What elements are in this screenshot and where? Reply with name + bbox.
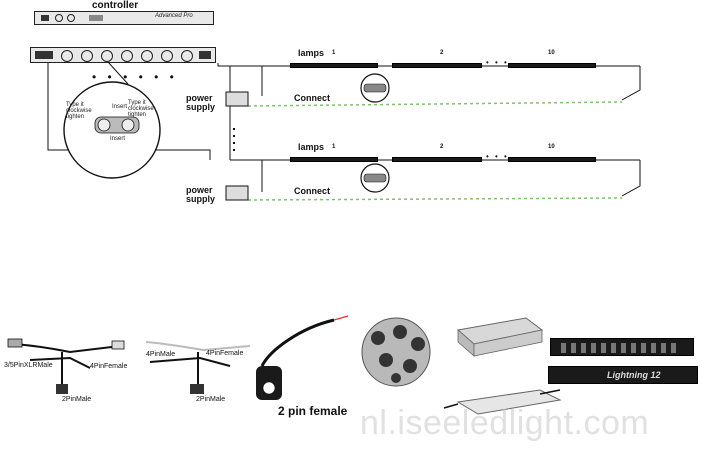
power-supply-label-row1: power supply bbox=[186, 93, 216, 112]
cable2-label-left: 4PinMale bbox=[146, 351, 176, 358]
lamps-label-row1: lamps bbox=[298, 48, 325, 58]
lamp-bar-10-row1 bbox=[508, 63, 596, 68]
lamp-number-1-row1: 1 bbox=[332, 50, 336, 56]
lamp-number-10-row2: 10 bbox=[548, 144, 555, 150]
inset-bottom-label: Insert bbox=[110, 136, 126, 142]
controller-label: controller bbox=[92, 0, 139, 11]
ellipsis-dots: • • • • • • bbox=[92, 70, 178, 84]
lamp-bar-1-row1 bbox=[290, 63, 378, 68]
lamp-bar-10-row2 bbox=[508, 157, 596, 162]
controller-rear-panel bbox=[30, 47, 216, 63]
lamp-number-2-row2: 2 bbox=[440, 144, 444, 150]
lamp-number-1-row2: 1 bbox=[332, 144, 336, 150]
watermark: nl.iseeledlight.com bbox=[360, 404, 650, 442]
lamp-number-10-row1: 10 bbox=[548, 50, 555, 56]
cable2-label-right: 4PinFemale bbox=[206, 350, 244, 357]
lamp-bar-2-row2 bbox=[392, 157, 482, 162]
controller-front-panel: Advanced Pro bbox=[34, 11, 214, 25]
connect-label-row1: Connect bbox=[294, 93, 330, 103]
lamp-gap-dots-row2: • • • bbox=[486, 152, 509, 161]
inset-left-label: Type it clockwise tighten bbox=[66, 102, 92, 120]
lamp-bar-1-row2 bbox=[290, 157, 378, 162]
cable2-label-bottom: 2PinMale bbox=[196, 396, 226, 403]
lamp-gap-dots-row1: • • • bbox=[486, 58, 509, 67]
pin-female-label: 2 pin female bbox=[278, 404, 348, 418]
lamp-number-2-row1: 2 bbox=[440, 50, 444, 56]
cable1-label-right: 4PinFemale bbox=[90, 363, 128, 370]
lamp-bar-2-row1 bbox=[392, 63, 482, 68]
cable1-label-left: 3/5PinXLRMale bbox=[4, 362, 53, 369]
connect-label-row2: Connect bbox=[294, 186, 330, 196]
cable1-label-bottom: 2PinMale bbox=[62, 396, 92, 403]
inset-mid-label: Insert bbox=[112, 104, 128, 110]
rack-unit-bottom: Lightning 12 bbox=[548, 366, 698, 384]
lamps-label-row2: lamps bbox=[298, 142, 325, 152]
inset-right-label: Type it clockwise tighten bbox=[128, 100, 154, 118]
rack-label: Lightning 12 bbox=[607, 370, 661, 380]
power-supply-label-row2: power supply bbox=[186, 185, 216, 204]
rack-unit-top bbox=[550, 338, 694, 356]
controller-brand: Advanced Pro bbox=[155, 13, 193, 19]
